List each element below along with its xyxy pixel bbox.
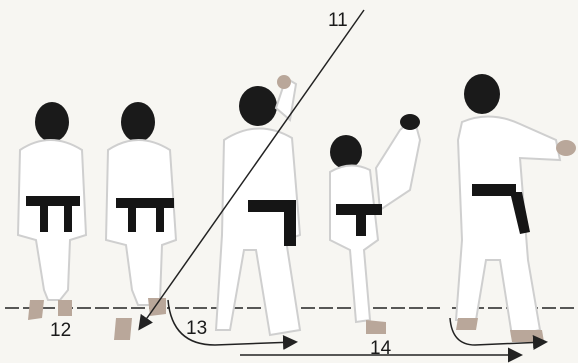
figure-ready-stance-2 <box>106 102 176 340</box>
figure-forward-punch <box>456 74 576 342</box>
figure-front-kick <box>330 114 420 334</box>
movement-arrow-11 <box>140 10 364 328</box>
step-label-14: 14 <box>370 338 392 359</box>
figure-rising-block <box>216 75 300 335</box>
figure-ready-stance-1 <box>18 102 86 320</box>
step-label-12: 12 <box>50 320 71 341</box>
step-label-11: 11 <box>328 10 348 31</box>
step-label-13: 13 <box>186 318 207 339</box>
